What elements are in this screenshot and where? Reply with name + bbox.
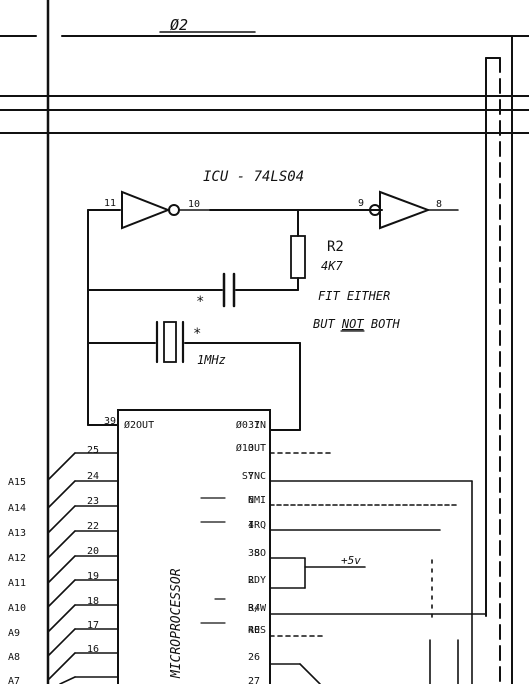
crystal-mark: * bbox=[193, 326, 201, 342]
chip-pin-label: Ø2OUT bbox=[124, 419, 154, 431]
chip-pin-label: SO bbox=[254, 548, 266, 559]
chip-pin-label: SYNC bbox=[242, 471, 266, 482]
resistor-r2 bbox=[290, 209, 306, 291]
chip-pin-label: NMI bbox=[248, 495, 266, 506]
address-pin-number: 25 bbox=[87, 445, 99, 456]
chip-pin-number: 27 bbox=[248, 676, 260, 684]
chip-pin-number: 7 bbox=[248, 471, 254, 482]
address-bus-entries bbox=[47, 452, 119, 684]
inverter2-out-pin: 8 bbox=[436, 199, 442, 210]
address-line-name: A13 bbox=[8, 528, 26, 539]
chip-pin-number: 40 bbox=[248, 625, 260, 636]
note-line-1: FIT EITHER bbox=[318, 289, 390, 303]
address-line-name: A8 bbox=[8, 652, 20, 663]
resistor-value: 4K7 bbox=[321, 259, 343, 273]
chip-pin-number: 37 bbox=[248, 420, 260, 431]
address-line-name: A14 bbox=[8, 503, 26, 514]
address-line-name: A11 bbox=[8, 578, 26, 589]
chip-pin-number: 3 bbox=[248, 443, 254, 454]
chip-pin-label: IRQ bbox=[248, 520, 266, 531]
chip-pin-number: 6 bbox=[248, 495, 254, 506]
address-pin-number: 18 bbox=[87, 596, 99, 607]
inverter1-out-pin: 10 bbox=[188, 199, 200, 210]
capacitor-mark: * bbox=[196, 294, 204, 310]
inverter-1 bbox=[87, 190, 211, 230]
chip-pin-label: Ø1OUT bbox=[236, 442, 266, 454]
ic-label: ICU - 74LS04 bbox=[203, 169, 304, 185]
right-pin-wires bbox=[269, 452, 487, 684]
address-line-name: A9 bbox=[8, 628, 20, 639]
crystal-frequency: 1MHz bbox=[197, 353, 226, 367]
address-pin-number: 19 bbox=[87, 571, 99, 582]
microprocessor-body bbox=[117, 409, 271, 684]
inverter-2 bbox=[369, 190, 459, 230]
top-bus-lines bbox=[0, 31, 529, 134]
supply-label: +5v bbox=[341, 554, 361, 567]
chip-pin-number: 26 bbox=[248, 652, 260, 663]
signal-overbars bbox=[200, 330, 365, 624]
address-pin-number: 17 bbox=[87, 620, 99, 631]
clock-phase-label: Ø2 bbox=[170, 16, 188, 34]
chip-pin-number: 39 bbox=[104, 416, 116, 427]
address-pin-number: 22 bbox=[87, 521, 99, 532]
note-not: NOT bbox=[341, 317, 364, 331]
address-pin-number: 23 bbox=[87, 496, 99, 507]
address-pin-number: 16 bbox=[87, 644, 99, 655]
address-pin-number: 20 bbox=[87, 546, 99, 557]
note-both: BOTH bbox=[371, 317, 401, 331]
capacitor bbox=[87, 272, 299, 308]
address-line-name: A15 bbox=[8, 477, 26, 488]
vertical-rails bbox=[46, 0, 519, 684]
chip-pin-label: R/W bbox=[248, 603, 267, 614]
chip-pin-number: 34 bbox=[248, 603, 260, 614]
address-pin-number: 24 bbox=[87, 471, 99, 482]
chip-pin-number: 4 bbox=[248, 520, 254, 531]
address-line-name: A10 bbox=[8, 603, 26, 614]
inverter1-in-pin: 11 bbox=[104, 198, 116, 209]
address-line-name: A12 bbox=[8, 553, 26, 564]
chip-pin-label: RES bbox=[248, 625, 266, 636]
inverter2-in-pin: 9 bbox=[358, 198, 364, 209]
crystal bbox=[87, 320, 301, 431]
note-line-2: BUT NOT BOTH bbox=[313, 317, 401, 331]
address-line-name: A7 bbox=[8, 676, 20, 684]
chip-name: MICROPROCESSOR bbox=[169, 568, 184, 679]
chip-pin-number: 2 bbox=[248, 575, 254, 586]
chip-pin-label: Ø0 IN bbox=[236, 419, 266, 431]
note-but: BUT bbox=[313, 317, 335, 331]
resistor-ref: R2 bbox=[327, 239, 344, 255]
chip-pin-label: RDY bbox=[248, 575, 266, 586]
chip-pin-number: 38 bbox=[248, 548, 260, 559]
